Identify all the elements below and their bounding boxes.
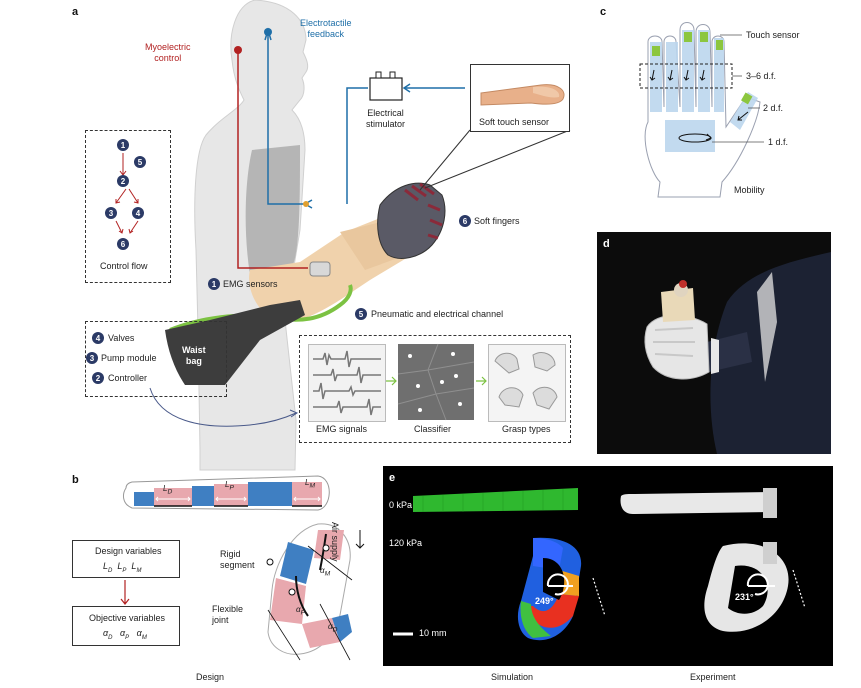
experiment-caption: Experiment [690, 672, 736, 682]
grasp-types-label: Grasp types [502, 424, 551, 434]
soft-touch-sensor-box: Soft touch sensor [470, 64, 570, 132]
badge-5: 5 [355, 308, 367, 320]
design-caption: Design [196, 672, 225, 682]
panel-b-letter: b [72, 474, 79, 486]
badge-6: 6 [459, 215, 471, 227]
finger-segments-diagram [123, 475, 330, 511]
pressure-120-label: 120 kPa [389, 538, 423, 548]
panel-e-letter: e [389, 472, 396, 484]
flow-node-2: 2 [117, 175, 129, 187]
badge-4: 4 [92, 332, 104, 344]
objective-variables-title: Objective variables [89, 613, 166, 623]
dof-3-6-label: 3–6 d.f. [746, 71, 777, 81]
badge-1: 1 [208, 278, 220, 290]
emg-sensors-label: EMG sensors [223, 279, 278, 289]
control-flow-label: Control flow [100, 261, 148, 271]
hand-diagram [639, 22, 764, 198]
classifier-image [397, 343, 475, 421]
flow-node-5: 5 [134, 156, 146, 168]
flow-node-3: 3 [105, 207, 117, 219]
dof-1-label: 1 d.f. [768, 137, 789, 147]
panel-e-background: e 0 kPa 120 kPa 249° 231° 10 mm [383, 466, 833, 666]
mobility-label: Mobility [734, 185, 765, 195]
pressure-0-label: 0 kPa [389, 500, 413, 510]
segment-label-ld: LD [163, 484, 173, 496]
panel-e-graphics [393, 488, 806, 641]
classifier-diagram [397, 343, 475, 421]
bent-finger-diagram [266, 523, 365, 661]
angle-label-ad: αD [328, 622, 338, 634]
emg-waveforms [313, 350, 381, 416]
pump-module-label: Pump module [101, 353, 157, 363]
design-variables-list: LD LP LM [103, 561, 142, 574]
control-flow-box: 1 5 2 3 4 6 Control flow [85, 130, 171, 283]
pipeline-arrow-2 [476, 376, 487, 386]
control-flow-arrows [115, 153, 139, 234]
grasp-hands [494, 352, 558, 410]
angle-label-am: αM [320, 566, 331, 578]
scale-bar-label: 10 mm [419, 628, 447, 638]
soft-fingers-label: Soft fingers [474, 216, 520, 226]
exp-angle-label: 231° [735, 592, 754, 602]
emg-signals-label: EMG signals [316, 424, 368, 434]
panel-d-letter: d [603, 238, 610, 250]
pipeline-box: EMG signals Classifier Grasp types [299, 335, 571, 443]
simulation-caption: Simulation [491, 672, 534, 682]
touch-sensor-label: Touch sensor [746, 30, 800, 40]
classifier-label: Classifier [414, 424, 452, 434]
dof-2-label: 2 d.f. [763, 103, 784, 113]
design-variables-title: Design variables [95, 546, 162, 556]
objective-variables-box: Objective variables αD αP αM [72, 606, 180, 646]
controller-label: Controller [108, 373, 148, 383]
flow-node-6: 6 [117, 238, 129, 250]
angle-label-ap: αP [296, 605, 306, 617]
design-variables-box: Design variables LD LP LM [72, 540, 180, 578]
valves-label: Valves [108, 333, 135, 343]
module-box: 4 Valves 3 Pump module 2 Controller [85, 321, 227, 397]
grasp-types-image [488, 344, 566, 422]
pipeline-arrow-1 [386, 376, 397, 386]
emg-signals-image [308, 344, 386, 422]
badge-3: 3 [86, 352, 98, 364]
objective-variables-list: αD αP αM [103, 628, 147, 641]
badge-2: 2 [92, 372, 104, 384]
soft-touch-sensor-label: Soft touch sensor [479, 117, 550, 127]
panel-c-letter: c [600, 6, 607, 18]
flow-node-1: 1 [117, 139, 129, 151]
panel-d-photo [597, 232, 831, 454]
photo-hand-holding-cake [644, 252, 831, 454]
sim-angle-label: 249° [535, 596, 554, 606]
fingertip-illustration [480, 84, 565, 106]
segment-label-lp: LP [225, 480, 234, 492]
air-supply-label: Air supply [330, 522, 340, 562]
flow-node-4: 4 [132, 207, 144, 219]
design-to-objective-arrow [120, 580, 130, 605]
pneumatic-channel-label: Pneumatic and electrical channel [371, 309, 504, 319]
panel-a-letter: a [72, 6, 79, 18]
segment-label-lm: LM [305, 478, 315, 490]
